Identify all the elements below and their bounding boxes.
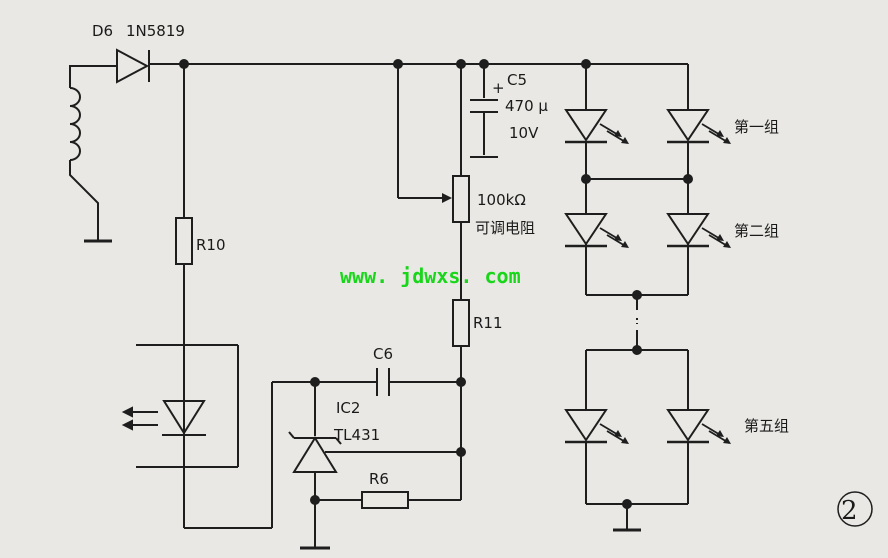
junction-dot	[632, 290, 642, 300]
c5-ref-label: C5	[507, 71, 527, 89]
led-icon	[666, 409, 731, 444]
c6-label: C6	[373, 345, 393, 363]
pot-wiper-wire	[397, 64, 452, 203]
led-group2-label: 第二组	[734, 222, 779, 240]
led-icon	[564, 213, 629, 248]
led-icon	[666, 109, 731, 144]
diode-d6	[98, 48, 150, 84]
led-group1-label: 第一组	[734, 118, 779, 136]
c5-value-label: 470 μ	[505, 97, 548, 115]
led-icon	[564, 109, 629, 144]
r11-label: R11	[473, 314, 503, 332]
light-in-arrows-icon	[121, 406, 158, 431]
pot-desc-label: 可调电阻	[475, 219, 535, 237]
resistor-r11	[452, 299, 470, 500]
led-icon	[666, 213, 731, 248]
junction-dot	[683, 174, 693, 184]
ic2-ref-label: IC2	[336, 399, 360, 417]
capacitor-c5: +	[470, 64, 505, 158]
led-icon	[564, 409, 629, 444]
led-set	[564, 109, 731, 444]
d6-part-label: 1N5819	[126, 22, 185, 40]
d6-ref-label: D6	[92, 22, 113, 40]
junction-dot	[622, 499, 632, 509]
coil	[69, 65, 99, 240]
junction-dot	[632, 345, 642, 355]
figure-number: 2	[841, 496, 858, 526]
photo-sensor	[136, 344, 239, 468]
junction-dot	[310, 495, 320, 505]
regulator-tl431	[288, 382, 461, 548]
led-group5-label: 第五组	[744, 417, 789, 435]
resistor-r6	[315, 491, 461, 509]
watermark-text: www. jdwxs. com	[340, 264, 521, 288]
r10-label: R10	[196, 236, 226, 254]
ic2-part-label: TL431	[333, 426, 380, 444]
resistor-r10	[175, 64, 315, 529]
figure-number-circle	[837, 491, 873, 527]
svg-text:+: +	[492, 79, 505, 97]
r6-label: R6	[369, 470, 389, 488]
pot-value-label: 100kΩ	[477, 191, 526, 209]
c5-voltage-label: 10V	[509, 124, 539, 142]
potentiometer	[452, 64, 470, 300]
junction-dot	[581, 174, 591, 184]
capacitor-c6	[315, 368, 461, 396]
led-array-top	[585, 64, 689, 532]
